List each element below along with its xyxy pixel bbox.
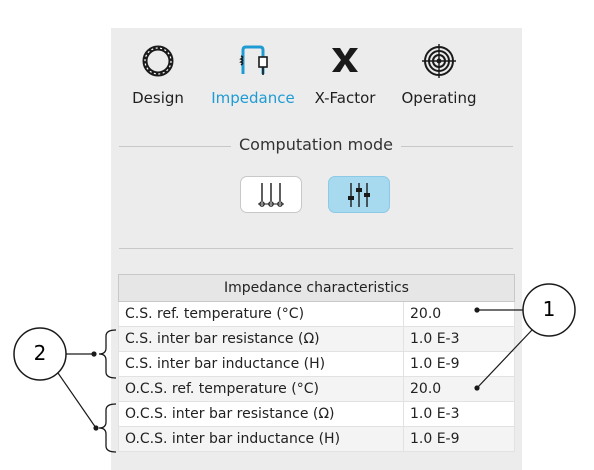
row-value[interactable]: 1.0 E-9 [403,351,515,377]
tab-design[interactable]: Design [121,28,195,113]
impedance-icon [236,44,270,82]
tab-operating[interactable]: Operating [399,28,479,113]
tab-label: Design [132,89,184,107]
tab-label: Operating [401,89,477,107]
computation-mode-1-button[interactable] [240,176,302,213]
section-divider [119,248,513,249]
computation-mode-2-button[interactable] [328,176,390,213]
table-row: C.S. inter bar inductance (H) 1.0 E-9 [118,351,515,377]
impedance-characteristics-table: Impedance characteristics C.S. ref. temp… [118,274,515,452]
table-row: C.S. inter bar resistance (Ω) 1.0 E-3 [118,326,515,352]
table-header: Impedance characteristics [118,274,515,302]
tab-impedance[interactable]: Impedance [209,28,297,113]
row-value[interactable]: 20.0 [403,301,515,327]
row-value[interactable]: 1.0 E-9 [403,426,515,452]
row-name: C.S. ref. temperature (°C) [118,301,404,327]
row-name: O.C.S. inter bar inductance (H) [118,426,404,452]
x-icon [329,44,361,80]
row-value[interactable]: 20.0 [403,376,515,402]
table-row: O.C.S. ref. temperature (°C) 20.0 [118,376,515,402]
computation-mode-title: Computation mode [119,135,513,157]
tab-label: Impedance [211,89,295,107]
table-row: C.S. ref. temperature (°C) 20.0 [118,301,515,327]
ring-icon [141,44,175,82]
table-row: O.C.S. inter bar inductance (H) 1.0 E-9 [118,426,515,452]
row-value[interactable]: 1.0 E-3 [403,401,515,427]
row-name: C.S. inter bar inductance (H) [118,351,404,377]
mode-two-icon [348,182,370,207]
mode-one-icon [258,182,284,207]
callout-1-label: 1 [542,297,556,321]
tab-x-factor[interactable]: X-Factor [309,28,381,113]
impedance-panel: Design Impedance X-Factor [111,28,522,470]
target-icon [422,44,456,82]
callout-2-label: 2 [33,341,47,365]
tab-label: X-Factor [314,89,376,107]
row-name: C.S. inter bar resistance (Ω) [118,326,404,352]
row-name: O.C.S. ref. temperature (°C) [118,376,404,402]
